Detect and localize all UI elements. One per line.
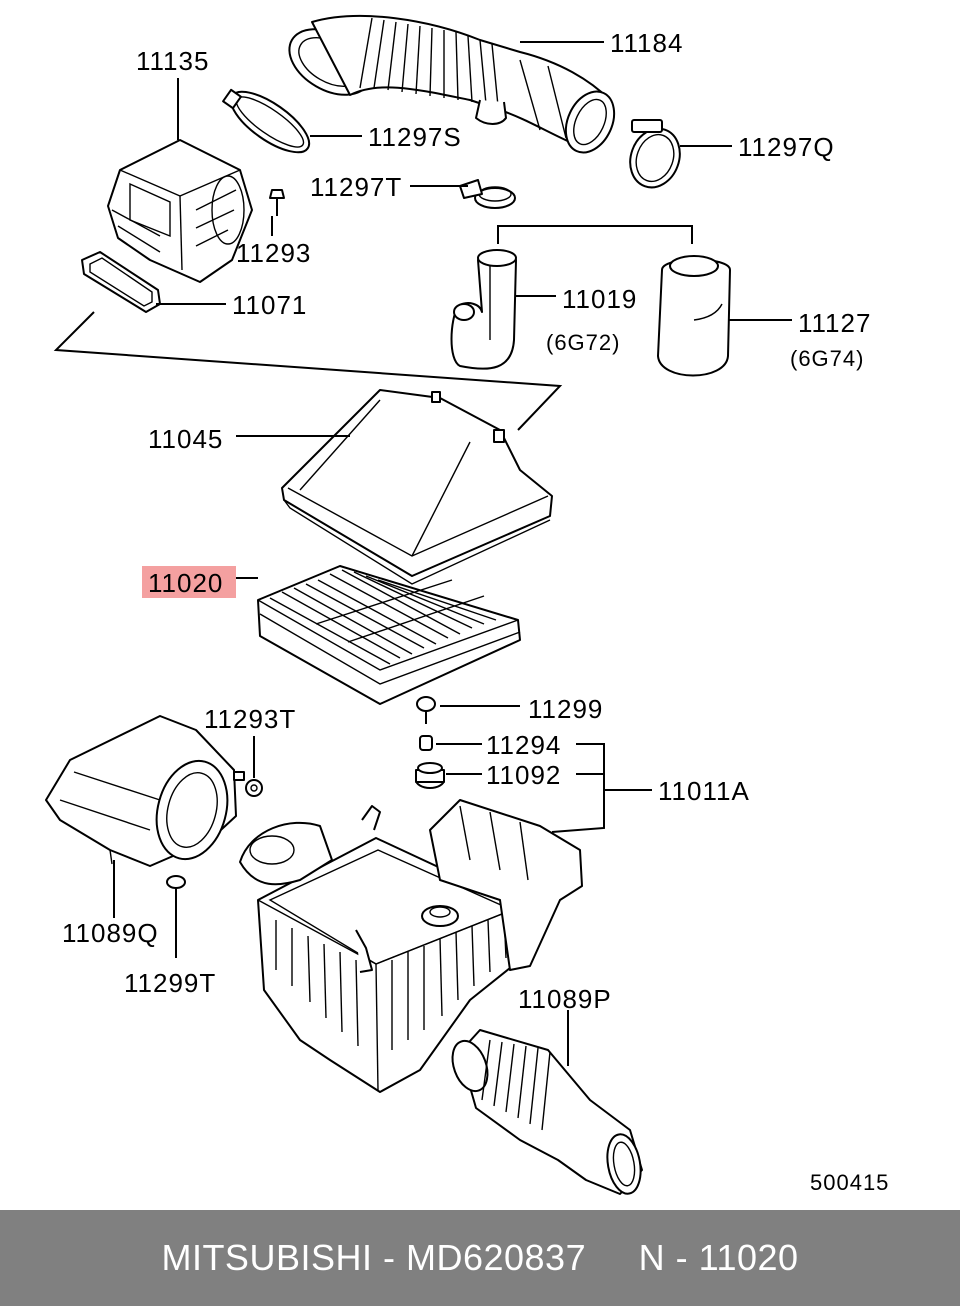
highlight-11020 [142, 566, 236, 598]
duct-11019 [450, 249, 517, 370]
label-11092: 11092 [486, 760, 561, 790]
inlet-duct-11089q [45, 715, 245, 867]
footer-ref-number: 11020 [698, 1237, 799, 1278]
label-11135: 11135 [136, 46, 209, 76]
parts-diagram: 11184 11135 11297S 11297Q 11297T [45, 14, 889, 1195]
footer-brand: MITSUBISHI [161, 1237, 373, 1278]
intake-hose-11184 [288, 14, 616, 154]
label-11019: 11019 [562, 284, 637, 314]
footer-separator: - [372, 1237, 406, 1278]
diagram-code: 500415 [810, 1170, 889, 1195]
resonator-11127 [657, 255, 731, 377]
nut-11293t [245, 779, 263, 797]
clamp-11297s [222, 88, 311, 154]
screw-11293 [269, 189, 285, 216]
collar-11294 [419, 735, 433, 751]
air-cleaner-case-11011a [239, 799, 583, 1093]
label-11127-note: (6G74) [790, 346, 864, 371]
footer-part-number: MD620837 [405, 1237, 587, 1278]
clamp-11297t [459, 179, 516, 209]
bolt-11299t [166, 875, 186, 900]
label-11294: 11294 [486, 730, 561, 760]
label-11297q: 11297Q [738, 132, 835, 162]
footer-ref-prefix: N [638, 1237, 666, 1278]
grommet-11092 [415, 762, 445, 789]
label-11011a: 11011A [658, 776, 750, 806]
label-11297t: 11297T [310, 172, 402, 202]
label-11020: 11020 [148, 568, 223, 598]
label-11293: 11293 [236, 238, 311, 268]
part-footer-bar: MITSUBISHI - MD620837 N - 11020 [0, 1210, 960, 1306]
label-11297s: 11297S [368, 122, 462, 152]
label-11299: 11299 [528, 694, 603, 724]
label-11127: 11127 [798, 308, 871, 338]
clamp-11297q [629, 119, 681, 189]
label-11089p: 11089P [518, 984, 612, 1014]
bolt-11299 [416, 696, 436, 724]
footer-separator-2: - [665, 1237, 699, 1278]
label-11071: 11071 [232, 290, 307, 320]
duct-11089p [451, 1029, 643, 1195]
cover-11045 [281, 389, 553, 585]
label-11299t: 11299T [124, 968, 216, 998]
label-11184: 11184 [610, 28, 683, 58]
gasket-11071 [81, 251, 161, 313]
label-11293t: 11293T [204, 704, 296, 734]
label-11089q: 11089Q [62, 918, 159, 948]
footer-gap [586, 1237, 639, 1279]
label-11019-note: (6G72) [546, 330, 620, 355]
label-11045: 11045 [148, 424, 223, 454]
airflow-sensor-11135 [107, 139, 253, 283]
filter-element-11020 [257, 565, 521, 705]
